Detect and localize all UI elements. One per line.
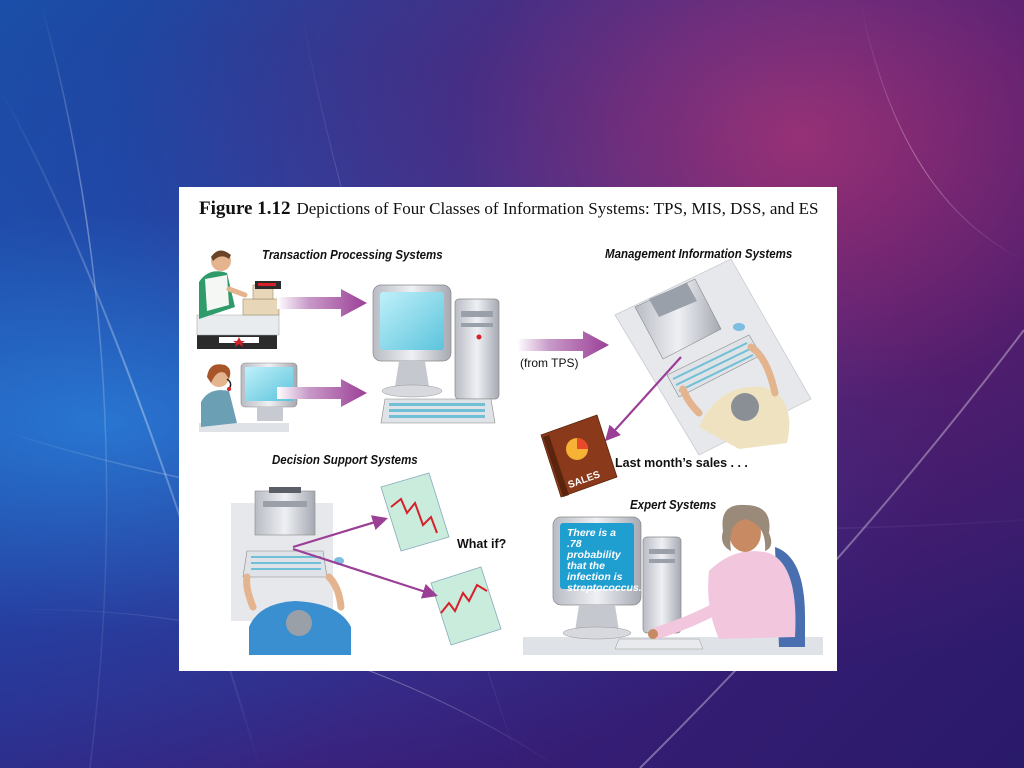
illustration: SALES bbox=[196, 250, 823, 655]
from-tps-label: (from TPS) bbox=[520, 356, 579, 370]
figure-title: Depictions of Four Classes of Informatio… bbox=[296, 199, 819, 218]
tps-arrow-top bbox=[277, 289, 367, 317]
what-if-label: What if? bbox=[457, 537, 507, 551]
dss-chart-down bbox=[380, 472, 450, 552]
figure-number: Figure 1.12 bbox=[199, 198, 291, 219]
from-tps-arrow bbox=[517, 331, 609, 359]
dss-label: Decision Support Systems bbox=[272, 453, 418, 467]
es-label: Expert Systems bbox=[630, 498, 717, 512]
dss-arrow-down bbox=[292, 547, 438, 599]
dss-chart-up bbox=[430, 566, 502, 646]
figure-panel: Figure 1.12 Depictions of Four Classes of… bbox=[179, 187, 837, 671]
tps-label: Transaction Processing Systems bbox=[262, 248, 443, 262]
es-screen-message: There is a .78 probability that the infe… bbox=[567, 527, 642, 594]
tps-cashier-illustration bbox=[196, 250, 281, 349]
tps-computer-illustration bbox=[372, 284, 500, 424]
mis-manager-illustration bbox=[614, 258, 812, 456]
figure-caption: Figure 1.12 Depictions of Four Classes of… bbox=[199, 199, 819, 219]
dss-manager-illustration bbox=[231, 487, 351, 655]
last-month-sales-label: Last month’s sales . . . bbox=[615, 456, 748, 470]
mis-label: Management Information Systems bbox=[605, 247, 793, 261]
mis-to-sales-arrow bbox=[604, 356, 682, 442]
sales-book-icon bbox=[540, 414, 618, 498]
es-doctor-illustration bbox=[523, 504, 823, 655]
tps-arrow-bottom bbox=[277, 379, 367, 407]
dss-arrow-up bbox=[292, 515, 388, 549]
